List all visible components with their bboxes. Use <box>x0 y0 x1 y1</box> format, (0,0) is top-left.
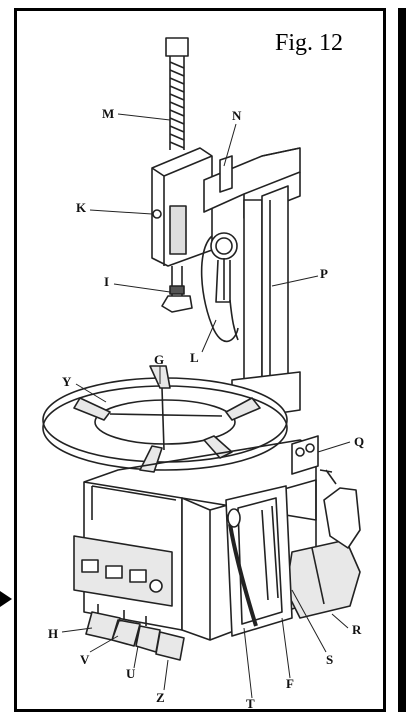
callout-r: R <box>352 622 362 637</box>
callout-k: K <box>76 200 87 215</box>
lever-handle <box>228 523 258 627</box>
valve-block <box>291 435 319 475</box>
shaft-threads <box>169 61 185 149</box>
shaft-cap <box>165 37 189 57</box>
figure-title: Fig. 12 <box>275 30 344 56</box>
side-panel <box>225 485 293 637</box>
vertical-column <box>243 199 263 393</box>
callout-u: U <box>126 666 136 681</box>
callout-z: Z <box>156 690 165 705</box>
arrow-marker-icon <box>0 591 12 607</box>
callout-v: V <box>80 652 90 667</box>
callout-f: F <box>286 676 294 691</box>
page-edge-bar <box>398 8 406 712</box>
callout-g: G <box>154 352 165 367</box>
control-panel <box>73 535 173 607</box>
callout-s: S <box>326 652 334 667</box>
pressure-gauge <box>210 232 238 260</box>
callout-i: I <box>104 274 110 289</box>
callout-l: L <box>190 350 199 365</box>
callout-y: Y <box>62 374 72 389</box>
bead-breaker-arm <box>323 487 361 549</box>
callout-p: P <box>320 266 328 281</box>
callout-m: M <box>102 106 115 121</box>
callout-q: Q <box>354 434 365 449</box>
callout-t: T <box>246 696 255 711</box>
callout-n: N <box>232 108 242 123</box>
bead-breaker-pad <box>285 539 361 619</box>
turntable-jaws <box>73 365 261 473</box>
callout-h: H <box>48 626 59 641</box>
leader-lines <box>61 113 351 699</box>
